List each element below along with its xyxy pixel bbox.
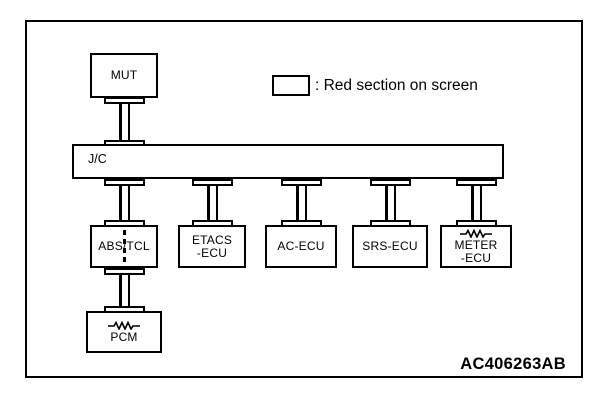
node-pcm[interactable]: PCM — [86, 311, 162, 353]
connector-plate-top — [281, 179, 322, 186]
connector-rail-left — [385, 184, 388, 222]
node-jc[interactable]: J/C — [72, 144, 504, 179]
node-abs-tcl[interactable]: ABS/TCL — [90, 225, 158, 268]
node-srs-ecu-line-1: SRS-ECU — [362, 239, 418, 254]
legend-swatch-icon — [272, 75, 310, 96]
node-mut-line-1: MUT — [110, 68, 138, 83]
connector-jc-to-abs — [104, 179, 145, 227]
connector-rail-right — [127, 102, 130, 142]
node-etacs-ecu-line-1: ETACS — [191, 232, 233, 247]
connector-rail-right — [215, 184, 218, 222]
connector-plate-top — [104, 268, 145, 275]
connector-plate-top — [104, 97, 145, 104]
connector-jc-to-srs — [370, 179, 411, 227]
node-etacs-ecu-line-2: -ECU — [196, 245, 228, 260]
connector-plate-top — [456, 179, 497, 186]
connector-mut-to-jc — [104, 97, 145, 147]
connector-rail-left — [119, 102, 122, 142]
connector-rail-left — [207, 184, 210, 222]
connector-jc-to-ac — [281, 179, 322, 227]
connector-jc-to-etacs — [192, 179, 233, 227]
node-jc-label: J/C — [88, 152, 107, 166]
node-meter-ecu[interactable]: METER -ECU — [440, 225, 512, 268]
connector-plate-top — [104, 179, 145, 186]
figure-code: AC406263AB — [460, 355, 566, 373]
connector-rail-left — [119, 273, 122, 308]
connector-rail-left — [471, 184, 474, 222]
connector-abs-to-pcm — [104, 268, 145, 313]
legend-label: : Red section on screen — [315, 76, 478, 94]
resistor-icon — [460, 228, 492, 238]
node-meter-ecu-line-1: METER — [454, 237, 498, 252]
connector-plate-top — [192, 179, 233, 186]
connector-rail-right — [393, 184, 396, 222]
connector-plate-top — [370, 179, 411, 186]
connector-rail-right — [127, 184, 130, 222]
node-etacs-ecu[interactable]: ETACS -ECU — [178, 225, 246, 268]
node-ac-ecu[interactable]: AC-ECU — [265, 225, 337, 268]
abs-tcl-dashed-divider — [122, 230, 126, 263]
node-meter-ecu-line-2: -ECU — [460, 250, 492, 265]
node-ac-ecu-line-1: AC-ECU — [277, 239, 325, 254]
connector-jc-to-meter — [456, 179, 497, 227]
connector-rail-right — [127, 273, 130, 308]
legend: : Red section on screen — [272, 75, 478, 96]
node-srs-ecu[interactable]: SRS-ECU — [352, 225, 428, 268]
connector-rail-right — [304, 184, 307, 222]
node-pcm-line-1: PCM — [110, 329, 138, 344]
connector-rail-left — [119, 184, 122, 222]
node-mut[interactable]: MUT — [90, 53, 158, 98]
connector-rail-right — [479, 184, 482, 222]
connector-rail-left — [296, 184, 299, 222]
resistor-icon — [108, 320, 140, 330]
